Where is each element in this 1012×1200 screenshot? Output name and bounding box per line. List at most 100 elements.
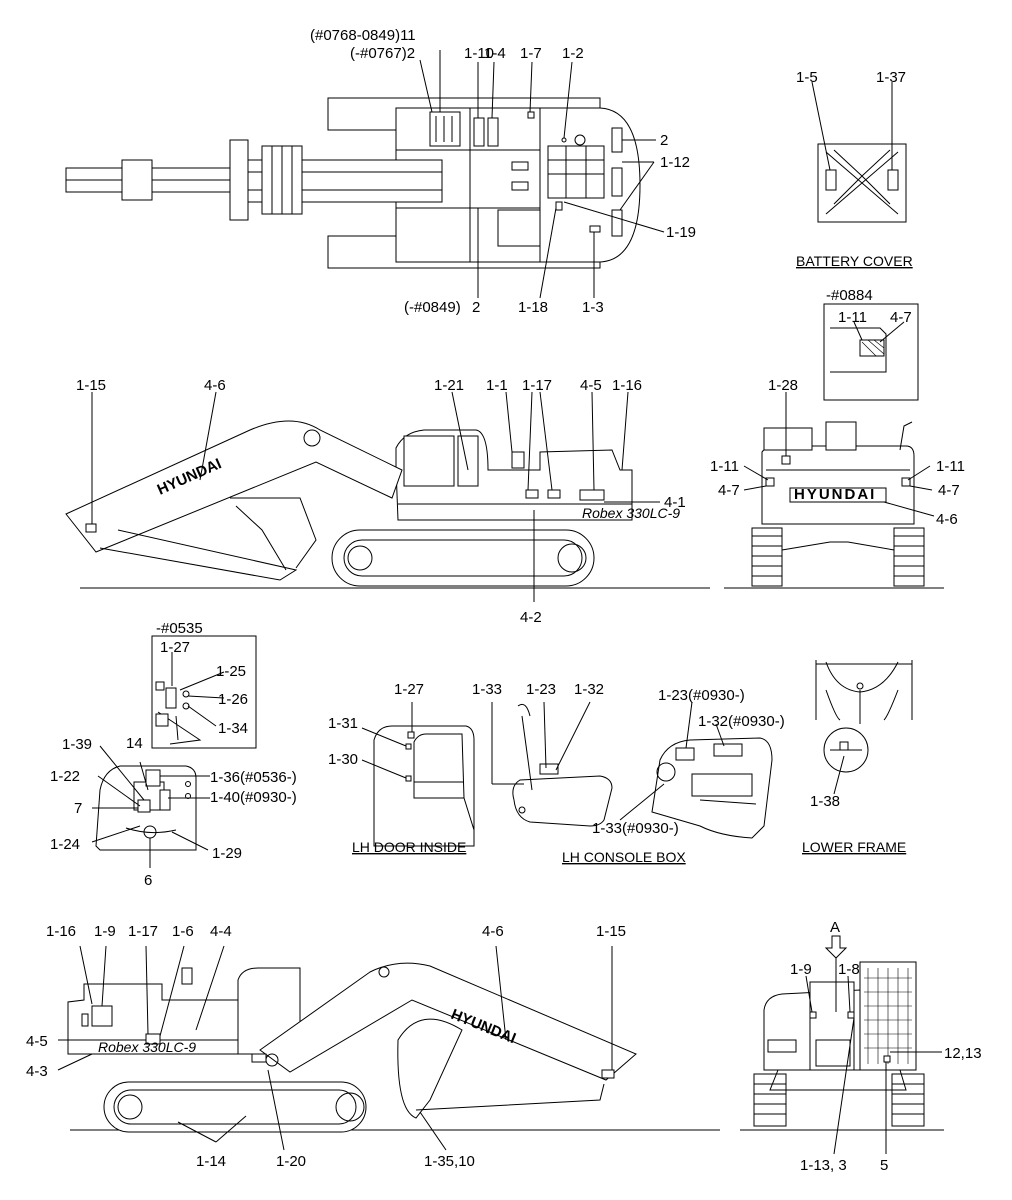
callout-label: 1-11: [838, 309, 867, 326]
callout-label: 1-5: [796, 69, 818, 86]
callout-label: 1-26: [218, 691, 248, 708]
callout-label: 1-20: [276, 1153, 306, 1170]
callout-label: 1-32(#0930-): [698, 713, 785, 730]
cab-interior-labels: -#0535 1-27 1-25 1-26 1-34 1-39 14 1-36(…: [50, 620, 297, 889]
callout-label: 1-17: [128, 923, 158, 940]
callout-label: 1-21: [434, 377, 464, 394]
callout-label: 1-36(#0536-): [210, 769, 297, 786]
callout-label: 1-14: [196, 1153, 226, 1170]
callout-label: 1-27: [160, 639, 190, 656]
callout-label: 1-28: [768, 377, 798, 394]
lower-frame-caption: LOWER FRAME: [802, 839, 906, 855]
callout-label: 1-7: [520, 45, 542, 62]
callout-label: (-#0767)2: [350, 45, 415, 62]
callout-label: 1-8: [838, 961, 860, 978]
callout-label: 7: [74, 800, 82, 817]
callout-label: 12,13: [944, 1045, 982, 1062]
callout-label: 4-5: [26, 1033, 48, 1050]
view-arrow-label: A: [830, 919, 840, 936]
callout-label: 1-9: [790, 961, 812, 978]
callout-label: 1-13, 3: [800, 1157, 847, 1174]
front-view-drawing: [740, 935, 944, 1155]
callout-label: 1-10: [464, 45, 494, 62]
callout-label: 1-17: [522, 377, 552, 394]
callout-label: 4-1: [664, 494, 686, 511]
lh-console-caption: LH CONSOLE BOX: [562, 849, 686, 865]
callout-label: 1-23(#0930-): [658, 687, 745, 704]
callout-label: 1-33(#0930-): [592, 820, 679, 837]
callout-label: 1-23: [526, 681, 556, 698]
callout-label: 1-38: [810, 793, 840, 810]
callout-label: 1-18: [518, 299, 548, 316]
inset-0884-drawing: [823, 303, 919, 401]
rear-view-drawing: [724, 392, 944, 589]
cab-interior-drawing: [91, 635, 257, 868]
lh-door-caption: LH DOOR INSIDE: [352, 839, 466, 855]
callout-label: 4-4: [210, 923, 232, 940]
rear-view-labels: 1-28 1-11 4-7 1-11 4-7 4-6: [710, 377, 965, 528]
callout-label: 1-4: [484, 45, 506, 62]
callout-label: 1-34: [218, 720, 248, 737]
callout-label: 1-37: [876, 69, 906, 86]
callout-label: 4-2: [520, 609, 542, 626]
callout-label: 4-6: [936, 511, 958, 528]
callout-label: 6: [144, 872, 152, 889]
lh-door-drawing: [361, 702, 475, 847]
model-badge: Robex 330LC-9: [582, 505, 680, 521]
callout-label: 1-19: [666, 224, 696, 241]
lower-frame-drawing: [815, 660, 913, 795]
callout-label: 4-6: [204, 377, 226, 394]
callout-label: -#0535: [156, 620, 203, 637]
callout-label: -#0884: [826, 287, 873, 304]
callout-label: 1-31: [328, 715, 358, 732]
callout-label: 4-7: [718, 482, 740, 499]
callout-label: 4-5: [580, 377, 602, 394]
callout-label: 2: [472, 299, 480, 316]
callout-label: 4-6: [482, 923, 504, 940]
battery-cover-drawing: [811, 81, 907, 223]
callout-label: 1-11: [710, 458, 739, 475]
callout-label: 1-29: [212, 845, 242, 862]
callout-label: 5: [880, 1157, 888, 1174]
callout-label: 1-22: [50, 768, 80, 785]
callout-label: 1-32: [574, 681, 604, 698]
callout-label: 1-40(#0930-): [210, 789, 297, 806]
callout-label: 1-9: [94, 923, 116, 940]
callout-label: 1-39: [62, 736, 92, 753]
callout-label: 1-33: [472, 681, 502, 698]
front-view-labels: A 1-9 1-8 12,13 1-13, 3 5: [790, 919, 982, 1174]
callout-label: 1-16: [612, 377, 642, 394]
callout-label: 1-35,10: [424, 1153, 475, 1170]
callout-label: 1-2: [562, 45, 584, 62]
callout-label: 1-6: [172, 923, 194, 940]
callout-label: (-#0849): [404, 299, 461, 316]
side-view-rh-drawing: [57, 945, 720, 1151]
model-badge: Robex 330LC-9: [98, 1039, 196, 1055]
callout-label: 1-15: [76, 377, 106, 394]
callout-label: 1-30: [328, 751, 358, 768]
side-view-rh-labels: 1-16 1-9 1-17 1-6 4-4 4-6 1-15 4-5 4-3 1…: [26, 923, 626, 1170]
callout-label: 14: [126, 735, 143, 752]
side-view-lh-labels: 1-15 4-6 1-21 1-1 1-17 4-5 1-16 4-1 4-2: [76, 377, 686, 626]
callout-label: 1-25: [216, 663, 246, 680]
callout-label: 1-12: [660, 154, 690, 171]
callout-label: 4-3: [26, 1063, 48, 1080]
callout-label: 1-16: [46, 923, 76, 940]
lh-console-drawing: [491, 701, 773, 839]
brand-logo: HYUNDAI: [794, 486, 876, 503]
top-view-drawing: [65, 50, 665, 299]
side-view-lh-drawing: [65, 391, 710, 602]
top-view-labels: (#0768-0849)11 (-#0767)2 1-10 1-4 1-7 1-…: [310, 27, 696, 316]
callout-label: 4-7: [938, 482, 960, 499]
callout-label: 1-3: [582, 299, 604, 316]
callout-label: 1-15: [596, 923, 626, 940]
callout-label: 2: [660, 132, 668, 149]
callout-label: 1-1: [486, 377, 508, 394]
battery-cover-caption: BATTERY COVER: [796, 253, 913, 269]
callout-label: 4-7: [890, 309, 912, 326]
callout-label: 1-27: [394, 681, 424, 698]
callout-label: 1-11: [936, 458, 965, 475]
callout-label: (#0768-0849)11: [310, 27, 416, 44]
